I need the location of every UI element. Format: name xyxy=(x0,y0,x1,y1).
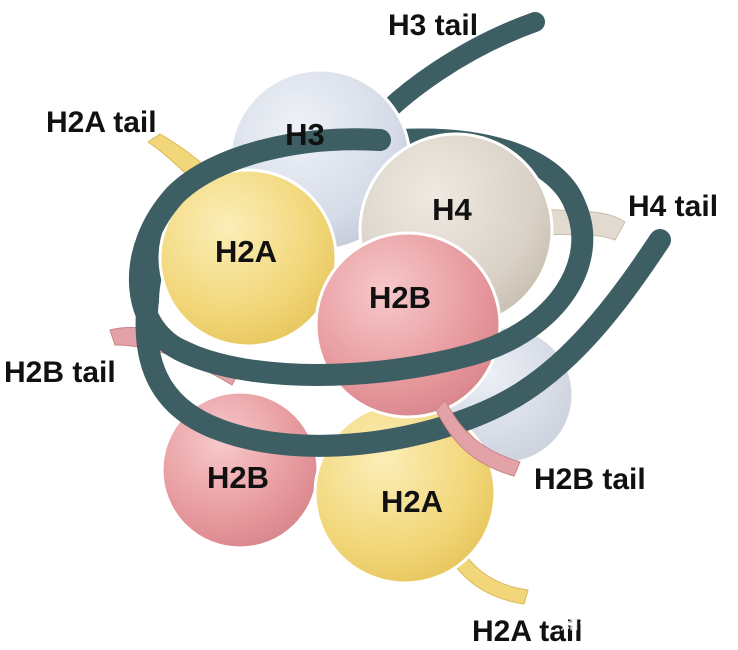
h2b-tail-left-label: H2B tail xyxy=(4,356,116,389)
h2a-top-histone xyxy=(158,168,338,348)
h2b-tail-right xyxy=(435,399,521,477)
h2b-mid-label: H2B xyxy=(369,280,431,315)
h2a-bottom-label: H2A xyxy=(381,484,443,519)
h2a-tail-top-label: H2A tail xyxy=(46,106,157,139)
h2b-mid-histone xyxy=(314,231,502,419)
h3-label: H3 xyxy=(285,117,325,152)
h2a-tail-bottom-label: H2A tail xyxy=(472,615,583,648)
h3-tail-label: H3 tail xyxy=(388,9,478,42)
h2b-tail-right-label: H2B tail xyxy=(534,463,646,496)
watermark: 知乎 @生信看世界 xyxy=(560,612,718,634)
h4-tail-label: H4 tail xyxy=(628,190,718,223)
h2a-top-label: H2A xyxy=(215,234,277,269)
h2b-bottom-label: H2B xyxy=(207,460,269,495)
dna-front-lower-turn xyxy=(135,229,671,457)
dna-front-upper-turn xyxy=(128,128,594,386)
h4-label: H4 xyxy=(432,192,472,227)
